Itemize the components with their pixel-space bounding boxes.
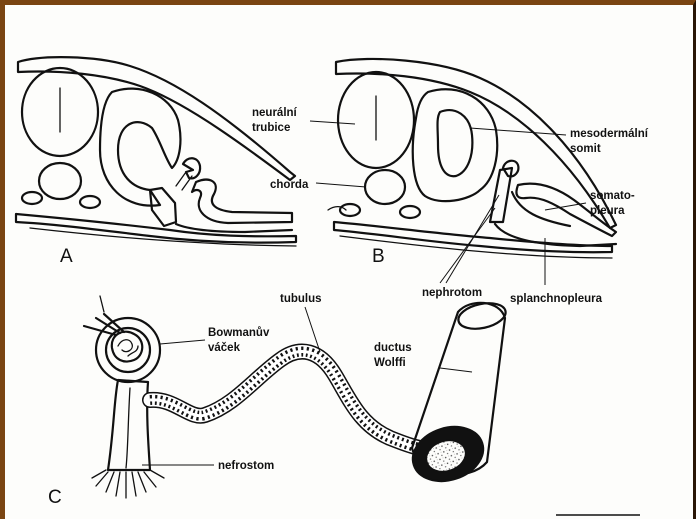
panel-a-vessel-right [80,196,100,208]
vessel-arrow [100,296,104,312]
leader-neural [310,121,355,124]
panel-a-somite [100,89,180,206]
label-pleura: pleura [590,205,625,217]
nephrostome-cilia [92,470,164,498]
nephrostome-stem [108,380,150,470]
panel-a-splanchnic [176,224,292,232]
panel-a-nephrotome-tip [183,158,200,178]
panel-a-vessel-left [22,192,42,204]
panel-b: B [328,59,616,267]
label-vacek: váček [208,342,241,354]
panel-a-chorda [39,163,81,199]
label-neuralni: neurální [252,107,298,119]
nephrostome-lumen [126,388,130,468]
panel-a-nephrotome [150,188,176,226]
label-bowmanuv: Bowmanův [208,327,270,339]
label-trubice: trubice [252,122,290,134]
panel-b-letter: B [372,246,385,267]
panel-b-somite [413,89,497,201]
label-nefrostom: nefrostom [218,460,274,472]
embryo-diagram: A B [5,5,696,519]
ductus-top [456,299,508,332]
panel-a-tip-stalk [176,172,192,190]
label-somato: somato- [590,190,635,202]
label-nephrotom: nephrotom [422,287,482,299]
panel-c: C [48,296,508,508]
label-mesodermalni: mesodermální [570,128,649,140]
label-tubulus: tubulus [280,293,322,305]
labels: neurální trubice chorda mesodermální som… [208,107,649,472]
leader-nephrotom-2 [440,208,495,283]
label-chorda: chorda [270,179,309,191]
panel-b-chorda [365,170,405,204]
panel-b-somite-cavity [438,110,473,176]
label-splanchnopleura: splanchnopleura [510,293,603,305]
panel-a-endoderm [16,214,296,243]
panel-c-letter: C [48,487,62,508]
label-ductus: ductus [374,342,412,354]
label-wolffi: Wolffi [374,357,406,369]
leader-ductus [440,368,472,372]
label-somit: somit [570,143,601,155]
leader-chorda [316,183,366,187]
panel-b-hook [328,207,346,210]
panel-b-vessel-right [400,206,420,218]
glomerulus-loops [118,340,138,356]
panel-b-vessel-left [340,204,360,216]
panel-a-letter: A [60,246,73,267]
ductus-wolffi [406,299,508,490]
panel-a: A [16,57,296,267]
leader-bowman [160,340,205,344]
